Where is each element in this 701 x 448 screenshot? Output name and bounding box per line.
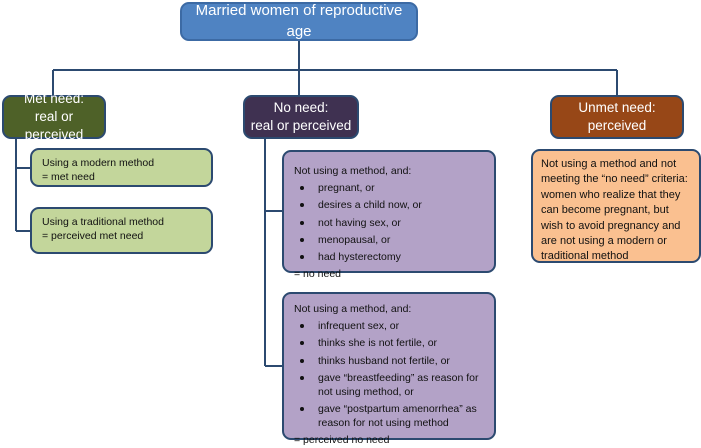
perceived-no-need-list: infrequent sex, or thinks she is not fer… bbox=[294, 319, 484, 430]
perceived-no-need-intro: Not using a method, and: bbox=[294, 303, 412, 315]
unmet-need-header: Unmet need: perceived bbox=[550, 95, 684, 139]
list-item: desires a child now, or bbox=[294, 198, 484, 212]
no-need-list: pregnant, or desires a child now, or not… bbox=[294, 181, 484, 264]
unmet-need-description: Not using a method and not meeting the “… bbox=[541, 158, 688, 263]
no-need-intro: Not using a method, and: bbox=[294, 165, 412, 177]
list-item: not having sex, or bbox=[294, 216, 484, 230]
perceived-no-need-footer: = perceived no need bbox=[294, 434, 390, 447]
no-need-header-line1: No need: bbox=[273, 99, 329, 115]
modern-method-box: Using a modern method = met need bbox=[30, 148, 213, 187]
list-item: menopausal, or bbox=[294, 233, 484, 247]
no-need-footer: = no need bbox=[294, 268, 342, 281]
met-need-result: = met need bbox=[42, 171, 95, 184]
met-need-header-line2: real or perceived bbox=[24, 108, 84, 143]
list-item: thinks she is not fertile, or bbox=[294, 336, 484, 350]
list-item: gave “postpartum amenorrhea” as reason f… bbox=[294, 402, 484, 430]
unmet-need-header-line2: perceived bbox=[587, 118, 647, 133]
met-need-header-line1: Met need: bbox=[23, 90, 85, 106]
list-item: had hysterectomy bbox=[294, 250, 484, 264]
modern-method-text: Using a modern method bbox=[42, 157, 155, 169]
list-item: thinks husband not fertile, or bbox=[294, 354, 484, 368]
list-item: infrequent sex, or bbox=[294, 319, 484, 333]
traditional-method-box: Using a traditional method = perceived m… bbox=[30, 207, 213, 254]
met-need-header: Met need: real or perceived bbox=[2, 91, 106, 142]
title-text: Married women of reproductive age bbox=[195, 2, 403, 40]
no-need-header-line2: real or perceived bbox=[250, 118, 352, 133]
perceived-no-need-box: Not using a method, and: infrequent sex,… bbox=[282, 292, 496, 446]
no-need-criteria-box: Not using a method, and: pregnant, or de… bbox=[282, 150, 496, 280]
list-item: pregnant, or bbox=[294, 181, 484, 195]
unmet-need-header-line1: Unmet need: bbox=[578, 99, 656, 115]
unmet-need-description-box: Not using a method and not meeting the “… bbox=[531, 149, 701, 263]
traditional-method-text: Using a traditional method bbox=[42, 216, 164, 228]
perceived-met-need-result: = perceived met need bbox=[42, 230, 144, 243]
list-item: gave “breastfeeding” as reason for not u… bbox=[294, 371, 484, 399]
no-need-header: No need: real or perceived bbox=[243, 95, 359, 139]
root-node-title: Married women of reproductive age bbox=[180, 2, 418, 41]
